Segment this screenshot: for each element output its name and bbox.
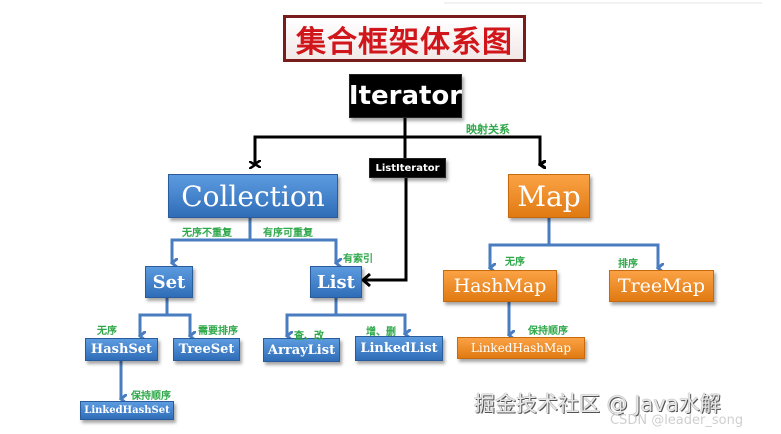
label-keep-order-map: 保持顺序	[528, 326, 568, 337]
iterator-edges	[255, 118, 540, 288]
node-treeset: TreeSet	[173, 338, 240, 361]
node-list-iterator: ListIterator	[369, 158, 446, 178]
label-map-unordered: 无序	[505, 257, 525, 268]
label-ordered-repeatable: 有序可重复	[263, 228, 313, 239]
node-collection: Collection	[168, 174, 338, 218]
watermark-secondary: CSDN @leader_song	[610, 413, 744, 428]
node-list: List	[310, 266, 362, 298]
label-add-delete: 增、删	[366, 327, 396, 338]
watermark-primary: 掘金技术社区 @ Java水解	[474, 392, 721, 416]
label-set-unordered: 无序	[97, 326, 117, 337]
hierarchy-edges	[121, 218, 658, 399]
label-map-sorted: 排序	[618, 259, 638, 270]
label-mapping: 映射关系	[466, 123, 510, 136]
node-treemap: TreeMap	[609, 270, 714, 302]
node-map: Map	[508, 174, 590, 218]
label-query-modify: 查、改	[294, 331, 324, 342]
node-arraylist: ArrayList	[263, 338, 340, 362]
label-keep-order-set: 保持顺序	[131, 391, 171, 402]
node-hashset: HashSet	[85, 338, 158, 361]
label-set-sorted: 需要排序	[198, 326, 238, 337]
node-iterator: Iterator	[349, 74, 462, 118]
label-unordered-unique: 无序不重复	[182, 228, 232, 239]
diagram-title: 集合框架体系图	[283, 15, 526, 62]
node-linkedlist: LinkedList	[355, 336, 443, 361]
node-set: Set	[145, 266, 193, 298]
label-indexed: 有索引	[343, 254, 373, 265]
node-linkedhashmap: LinkedHashMap	[457, 337, 585, 359]
node-hashmap: HashMap	[443, 270, 557, 302]
node-linkedhashset: LinkedHashSet	[80, 401, 174, 420]
